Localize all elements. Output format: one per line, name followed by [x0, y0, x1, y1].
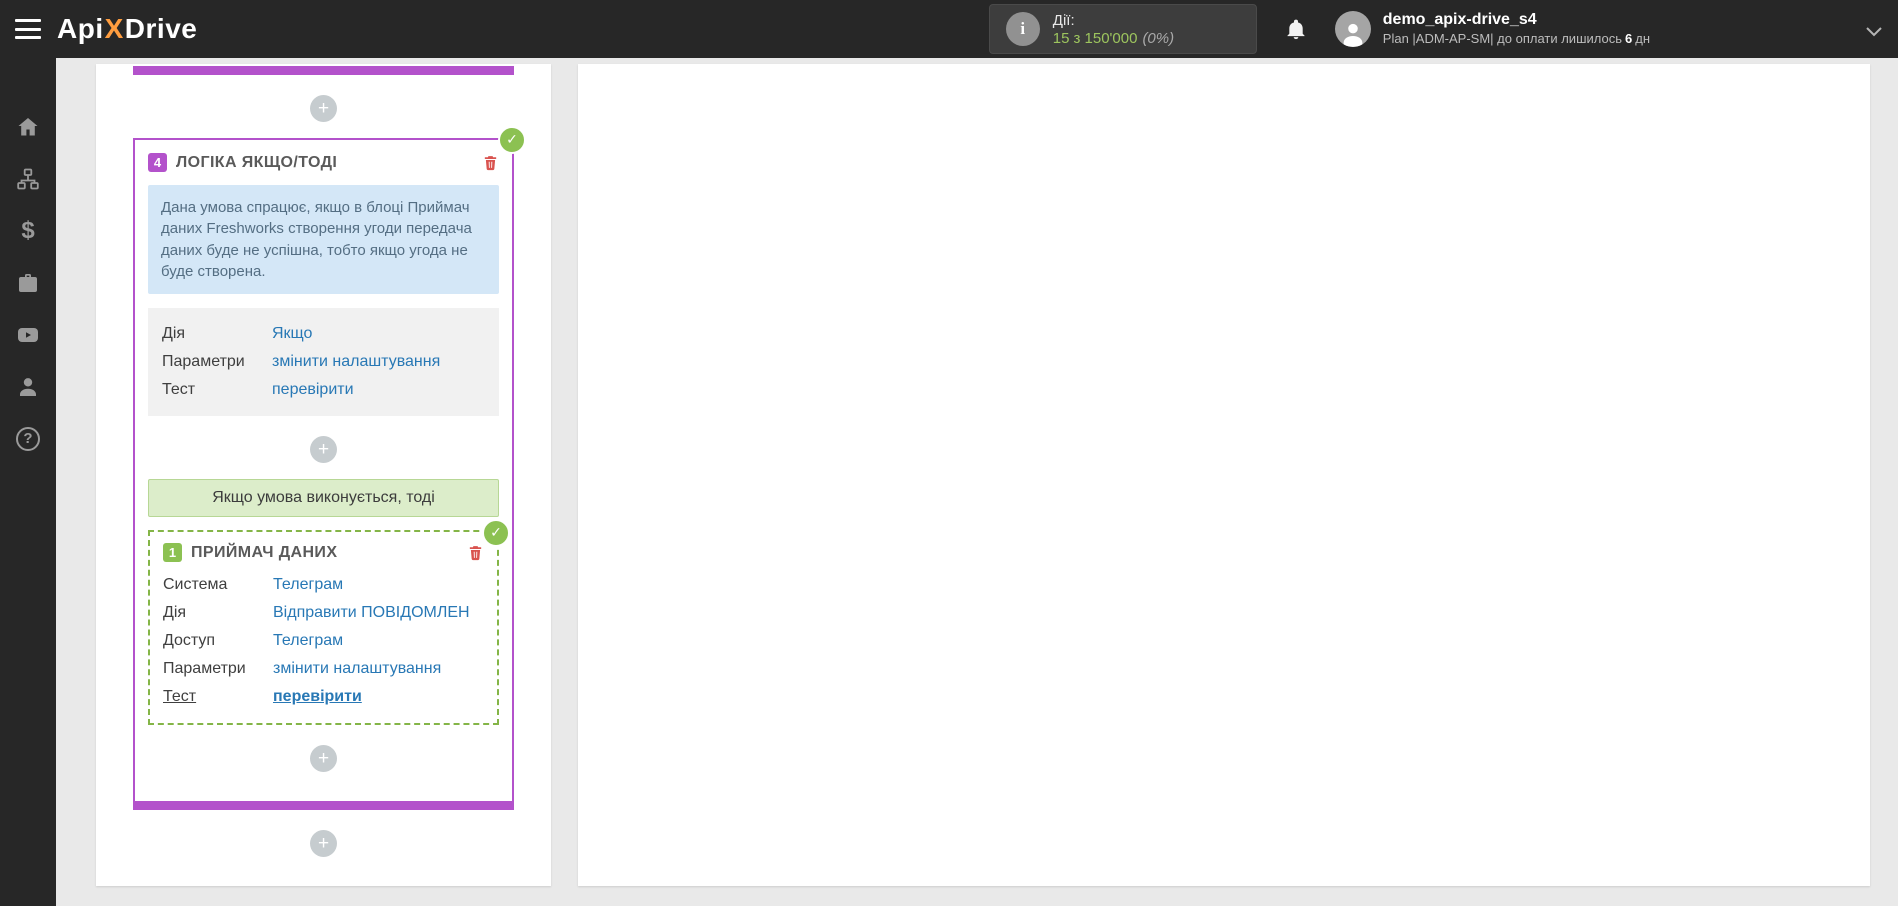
block-number-badge: 4 — [148, 153, 167, 172]
add-step-button[interactable] — [310, 745, 337, 773]
hamburger-menu-button[interactable] — [15, 19, 41, 39]
logic-block-header: 4 ЛОГІКА ЯКЩО/ТОДІ — [148, 153, 499, 172]
header-collapse-button[interactable] — [1866, 24, 1882, 42]
logo-x-mark: X — [104, 13, 124, 44]
sidebar-item-payments[interactable] — [0, 205, 56, 257]
param-row: Тест перевірити — [163, 683, 484, 711]
param-value-link[interactable]: Телеграм — [273, 632, 344, 650]
sidebar-item-home[interactable] — [0, 101, 56, 153]
param-label: Параметри — [163, 660, 246, 678]
hamburger-icon — [15, 27, 41, 31]
param-value-link[interactable]: змінити налаштування — [272, 353, 441, 371]
canvas-panel — [578, 64, 1870, 886]
param-value-link[interactable]: Відправити ПОВІДОМЛЕН — [273, 604, 470, 622]
sidebar-item-video[interactable] — [0, 309, 56, 361]
app-logo[interactable]: ApiXDrive — [57, 13, 197, 45]
days-unit: дн — [1635, 31, 1650, 46]
logic-block: 4 ЛОГІКА ЯКЩО/ТОДІ Дана умова спрацює, я… — [133, 126, 526, 811]
param-row: Доступ Телеграм — [163, 627, 484, 655]
add-step-button[interactable] — [310, 95, 337, 122]
add-step-button[interactable] — [310, 830, 337, 858]
workflow-panel: 4 ЛОГІКА ЯКЩО/ТОДІ Дана умова спрацює, я… — [96, 64, 551, 886]
user-name: demo_apix-drive_s4 — [1382, 11, 1537, 28]
connections-icon — [17, 168, 39, 190]
param-row: Система Телеграм — [163, 571, 484, 599]
logo-text-prefix: Api — [57, 13, 104, 44]
param-label: Дія — [163, 604, 187, 622]
param-row: Параметри змінити налаштування — [163, 655, 484, 683]
param-row: Параметри змінити налаштування — [162, 348, 485, 376]
sidebar-item-business[interactable] — [0, 257, 56, 309]
block-title: ЛОГІКА ЯКЩО/ТОДІ — [176, 153, 338, 171]
top-header: ApiXDrive Дії: 15з 150'000(0%) demo_apix… — [0, 0, 1898, 58]
param-value-link[interactable]: Телеграм — [273, 576, 344, 594]
sidebar-item-connections[interactable] — [0, 153, 56, 205]
profile-icon — [20, 378, 36, 396]
hamburger-icon — [15, 19, 41, 22]
sidebar-item-help[interactable] — [0, 413, 56, 465]
param-label: Дія — [162, 325, 186, 343]
days-left: 6 — [1625, 31, 1633, 46]
data-receiver-block: 1 ПРИЙМАЧ ДАНИХ Система Телеграм Дія Від… — [148, 519, 510, 726]
condition-banner: Якщо умова виконується, тоді — [148, 479, 499, 518]
delete-block-button[interactable] — [467, 543, 484, 562]
success-check-icon — [482, 519, 510, 548]
block-title: ПРИЙМАЧ ДАНИХ — [191, 543, 338, 561]
logic-params: Дія Якщо Параметри змінити налаштування … — [148, 308, 499, 417]
help-icon — [16, 427, 40, 451]
hamburger-icon — [15, 36, 41, 39]
previous-block-edge — [133, 66, 514, 75]
info-icon — [1005, 12, 1040, 46]
avatar — [1334, 11, 1371, 47]
condition-description: Дана умова спрацює, якщо в блоці Приймач… — [148, 185, 499, 295]
param-value-link[interactable]: перевірити — [272, 381, 354, 399]
account-menu[interactable]: demo_apix-drive_s4 Plan |ADM-AP-SM| до о… — [1334, 10, 1650, 48]
trash-icon — [484, 156, 497, 171]
success-check-icon — [498, 126, 526, 154]
param-label: Параметри — [162, 353, 245, 371]
sidebar-item-profile[interactable] — [0, 361, 56, 413]
notifications-button[interactable] — [1285, 17, 1307, 41]
sidebar-nav — [0, 58, 56, 906]
user-icon — [1343, 23, 1363, 47]
plan-text: Plan |ADM-AP-SM| до оплати лишилось — [1382, 31, 1622, 46]
param-label: Доступ — [163, 632, 216, 650]
usage-counter-widget[interactable]: Дії: 15з 150'000(0%) — [988, 4, 1257, 54]
param-label: Тест — [163, 688, 197, 706]
video-icon — [18, 328, 38, 342]
param-label: Система — [163, 576, 228, 594]
receiver-block-header: 1 ПРИЙМАЧ ДАНИХ — [163, 543, 484, 563]
param-row: Тест перевірити — [162, 376, 485, 404]
test-link[interactable]: перевірити — [273, 688, 362, 706]
param-value-link[interactable]: змінити налаштування — [273, 660, 442, 678]
bell-icon — [1287, 19, 1305, 40]
chevron-down-icon — [1866, 27, 1882, 37]
account-text: demo_apix-drive_s4 Plan |ADM-AP-SM| до о… — [1383, 10, 1650, 48]
param-row: Дія Якщо — [162, 320, 485, 348]
block-number-badge: 1 — [163, 543, 182, 563]
usage-percent: (0%) — [1142, 30, 1175, 47]
usage-total: з 150'000 — [1073, 30, 1138, 47]
add-step-button[interactable] — [310, 436, 337, 464]
param-label: Тест — [162, 381, 196, 399]
logo-text-suffix: Drive — [124, 13, 198, 44]
business-icon — [19, 274, 37, 292]
param-value-link[interactable]: Якщо — [272, 325, 313, 343]
payments-icon — [21, 217, 34, 245]
delete-block-button[interactable] — [482, 153, 499, 172]
param-row: Дія Відправити ПОВІДОМЛЕН — [163, 599, 484, 627]
trash-icon — [469, 546, 482, 561]
usage-label: Дії: — [1052, 12, 1075, 29]
usage-used-count: 15 — [1052, 30, 1070, 47]
home-icon — [18, 118, 38, 136]
